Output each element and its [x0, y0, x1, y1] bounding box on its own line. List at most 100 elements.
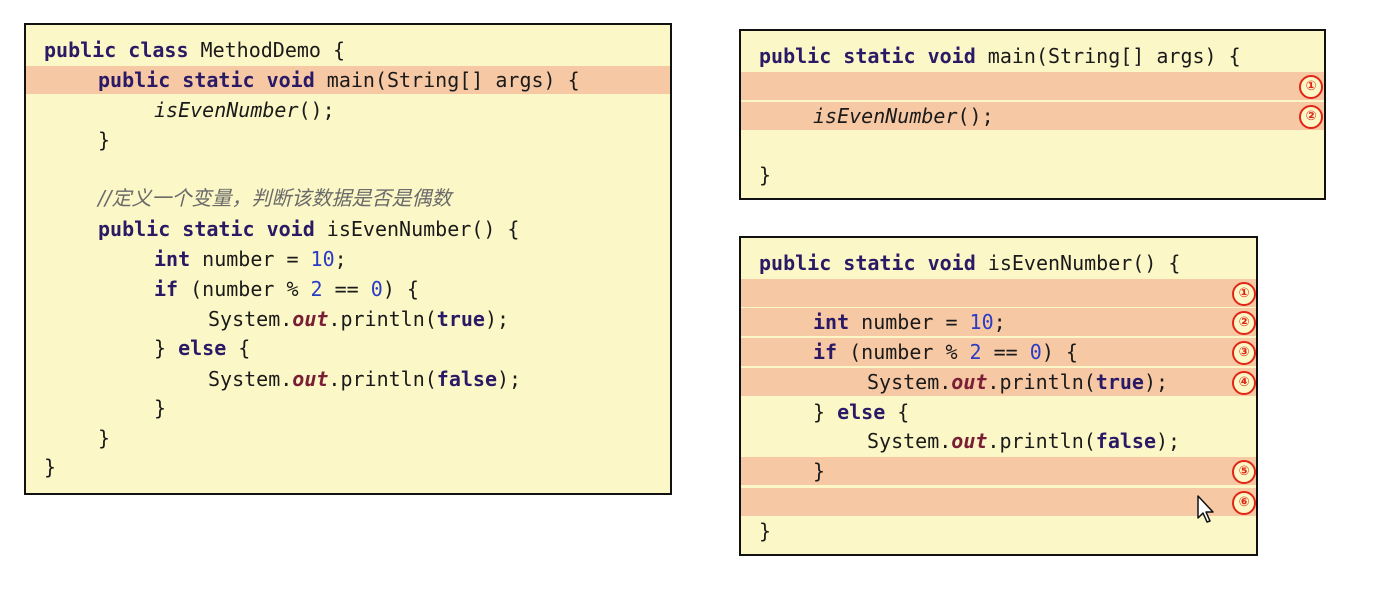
cond-e: ) { [382, 277, 419, 301]
keyword-else: else [837, 400, 886, 424]
method-signature-line: public static void isEvenNumber() { [741, 249, 1256, 277]
call-tail: ); [497, 367, 522, 391]
code-line-method-close: } [26, 424, 670, 452]
out-field: out [951, 429, 988, 453]
keyword-int: int [813, 310, 850, 334]
keyword-else: else [178, 336, 227, 360]
step-marker-2: ② [1299, 105, 1323, 129]
comment-text: //定义一个变量，判断该数据是否是偶数 [98, 186, 452, 210]
semicolon: ; [334, 247, 347, 271]
code-line-class-decl: public class MethodDemo { [26, 36, 670, 64]
brace-close: } [44, 455, 57, 479]
keyword-public: public [98, 217, 171, 241]
step-marker-6: ⑥ [1232, 491, 1256, 515]
code-line-main-close: } [26, 126, 670, 154]
brace-close: } [98, 426, 111, 450]
brace-close: } [154, 336, 167, 360]
keyword-void: void [927, 44, 976, 68]
number-literal: 2 [969, 340, 982, 364]
step-row-5: } [741, 457, 1256, 485]
cond-c: == [322, 277, 371, 301]
else-open: { [226, 336, 251, 360]
system-ref: System. [208, 367, 293, 391]
system-ref: System. [867, 370, 952, 394]
keyword-public: public [44, 38, 117, 62]
keyword-void: void [927, 251, 976, 275]
main-signature: main(String[] args) { [314, 68, 580, 92]
main-signature: main(String[] args) { [975, 44, 1241, 68]
main-method-panel: public static void main(String[] args) {… [739, 29, 1326, 200]
print-false-line: System.out.println(false); [741, 427, 1256, 455]
keyword-public: public [759, 251, 832, 275]
method-call-name: isEvenNumber [813, 104, 958, 128]
code-line-comment: //定义一个变量，判断该数据是否是偶数 [26, 184, 670, 212]
step-marker-4: ④ [1232, 371, 1256, 395]
println-call: .println( [987, 429, 1096, 453]
brace-close: } [154, 396, 167, 420]
cond-c: == [981, 340, 1030, 364]
keyword-int: int [154, 247, 191, 271]
else-open: { [885, 400, 910, 424]
number-literal: 0 [1029, 340, 1042, 364]
keyword-static: static [182, 68, 255, 92]
step-marker-1: ① [1299, 75, 1323, 99]
code-line-if-close: } [26, 394, 670, 422]
number-literal: 10 [310, 247, 335, 271]
keyword-if: if [813, 340, 838, 364]
step-marker-3: ③ [1232, 341, 1256, 365]
main-signature-line: public static void main(String[] args) { [741, 42, 1324, 70]
decl-mid: number = [190, 247, 311, 271]
method-signature: isEvenNumber() { [975, 251, 1181, 275]
step-row-2: int number = 10; [741, 308, 1256, 336]
step-row-2: isEvenNumber(); [741, 102, 1324, 130]
code-line-main-decl: public static void main(String[] args) { [26, 66, 670, 94]
cond-e: ) { [1041, 340, 1078, 364]
step-marker-5: ⑤ [1232, 460, 1256, 484]
out-field: out [292, 307, 329, 331]
println-call: .println( [328, 367, 437, 391]
brace-close: } [813, 400, 826, 424]
println-call: .println( [328, 307, 437, 331]
brace-close: } [759, 519, 772, 543]
call-tail: ); [1156, 429, 1181, 453]
code-line-else: } else { [26, 334, 670, 362]
step-marker-2: ② [1232, 311, 1256, 335]
number-literal: 10 [969, 310, 994, 334]
code-line-print-true: System.out.println(true); [26, 305, 670, 333]
brace-close: } [759, 163, 772, 187]
semicolon: ; [993, 310, 1006, 334]
keyword-public: public [98, 68, 171, 92]
method-call-name: isEvenNumber [154, 98, 299, 122]
left-code-panel: public class MethodDemo { public static … [24, 23, 672, 495]
call-tail: ); [484, 307, 510, 331]
out-field: out [292, 367, 329, 391]
step-row-3: if (number % 2 == 0) { [741, 338, 1256, 366]
code-line-class-close: } [26, 453, 670, 481]
keyword-true: true [436, 307, 485, 331]
step-row-6 [741, 488, 1256, 516]
system-ref: System. [208, 307, 293, 331]
decl-mid: number = [849, 310, 970, 334]
keyword-static: static [843, 251, 916, 275]
class-name: MethodDemo { [188, 38, 346, 62]
call-tail: ); [1143, 370, 1169, 394]
code-line-if: if (number % 2 == 0) { [26, 275, 670, 303]
mouse-pointer-icon [1197, 495, 1214, 523]
keyword-class: class [128, 38, 189, 62]
step-row-1 [741, 279, 1256, 307]
else-line: } else { [741, 398, 1256, 426]
keyword-if: if [154, 277, 179, 301]
println-call: .println( [987, 370, 1096, 394]
code-line-int-decl: int number = 10; [26, 245, 670, 273]
code-line-method-decl: public static void isEvenNumber() { [26, 215, 670, 243]
keyword-static: static [843, 44, 916, 68]
cond-a: (number % [837, 340, 970, 364]
code-line-print-false: System.out.println(false); [26, 365, 670, 393]
system-ref: System. [867, 429, 952, 453]
step-row-4: System.out.println(true); [741, 368, 1256, 396]
brace-close: } [813, 459, 826, 483]
keyword-static: static [182, 217, 255, 241]
keyword-true: true [1095, 370, 1144, 394]
cond-a: (number % [178, 277, 311, 301]
out-field: out [951, 370, 988, 394]
